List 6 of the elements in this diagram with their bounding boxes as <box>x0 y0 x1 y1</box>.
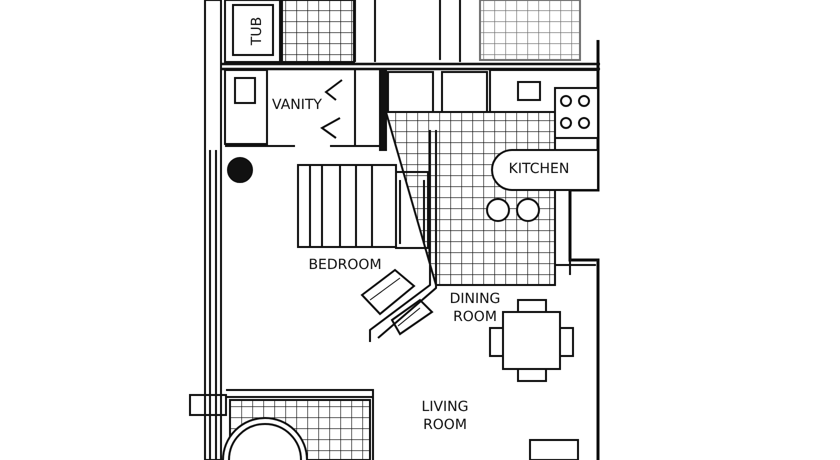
room-label: BEDROOM <box>307 256 383 274</box>
room-label: TUB <box>248 16 266 48</box>
room-label: LIVING ROOM <box>420 398 470 434</box>
room-label: KITCHEN <box>508 160 570 178</box>
room-label: DINING ROOM <box>448 290 502 326</box>
room-label: VANITY <box>271 96 323 114</box>
